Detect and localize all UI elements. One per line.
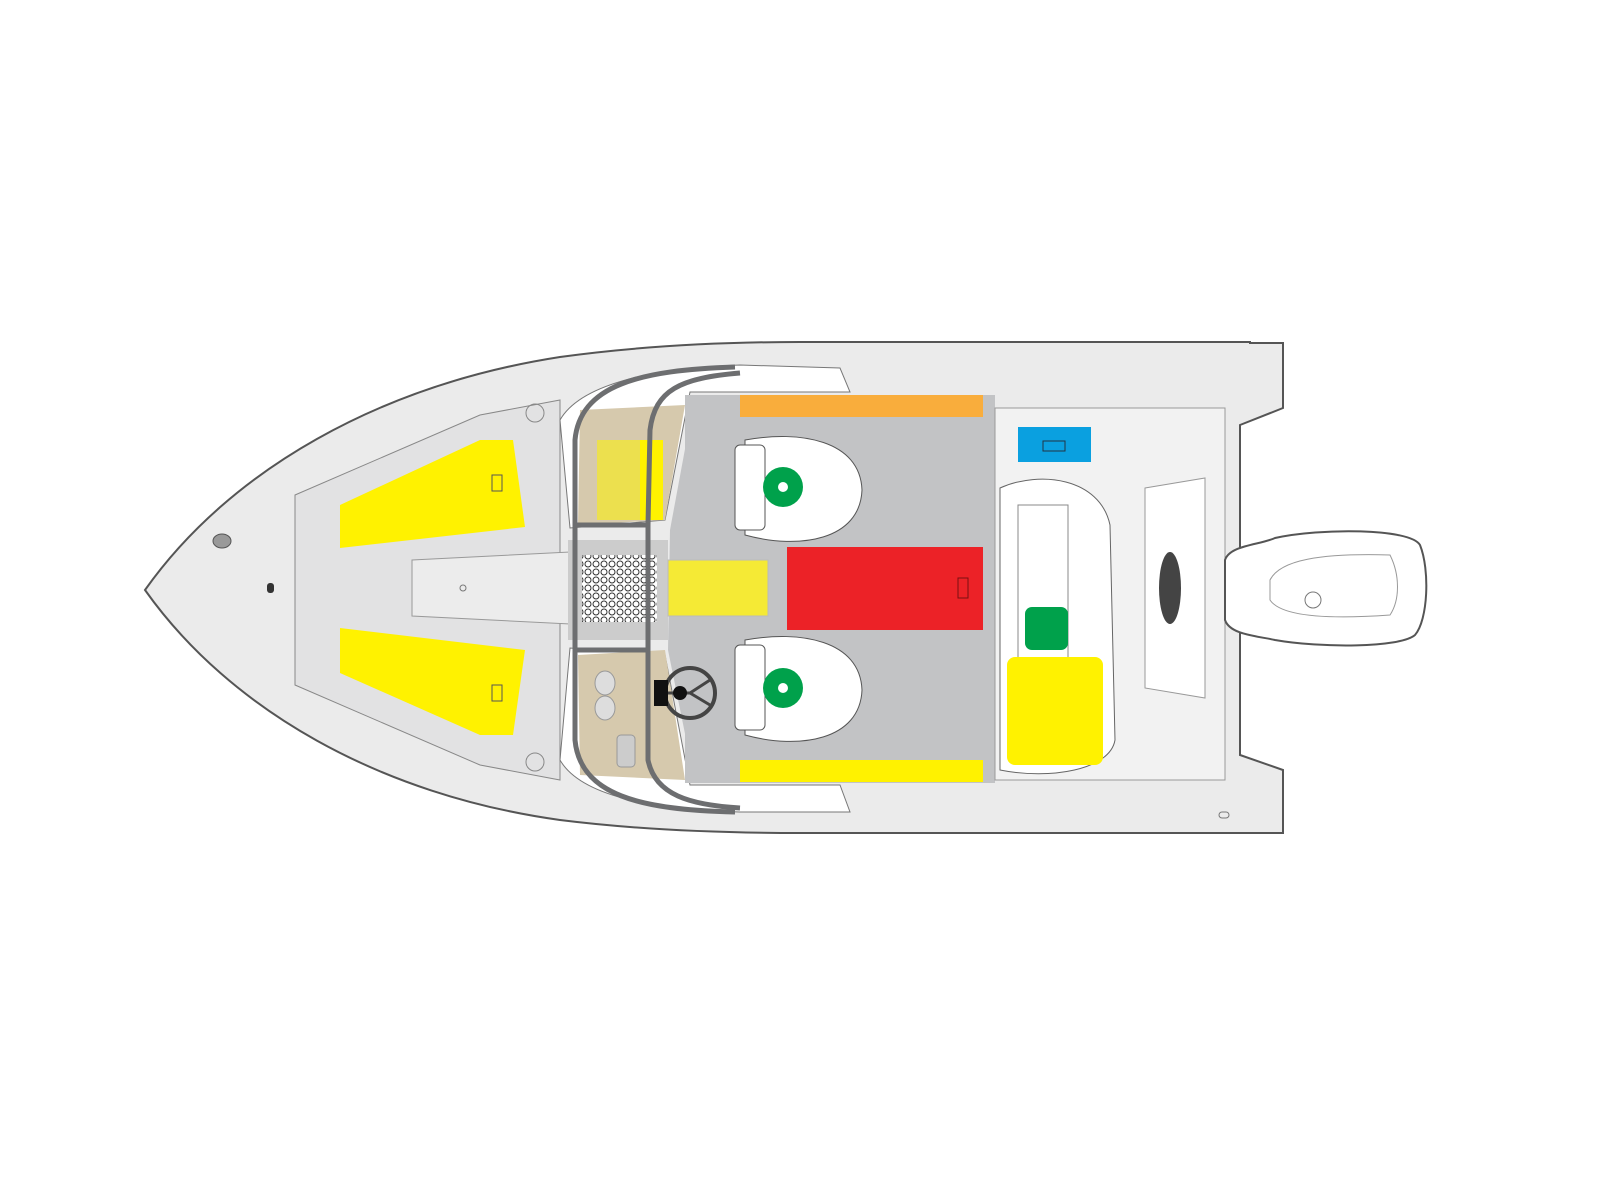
- drain-plug: [1218, 811, 1230, 819]
- hatch-latch: [491, 474, 503, 492]
- steering-hub: [673, 686, 687, 700]
- bow-center-hatch: [411, 551, 571, 625]
- steering-column: [654, 680, 668, 706]
- walkthrough-mesh: [582, 555, 657, 622]
- glovebox-storage-visible: [640, 440, 663, 520]
- aft-storage-blue: [1018, 427, 1091, 462]
- outboard-motor: [1224, 530, 1428, 647]
- side-storage-port: [740, 395, 983, 417]
- hatch-latch: [957, 577, 969, 599]
- motor-cowl: [1269, 554, 1398, 618]
- aft-storage-green: [1025, 607, 1068, 650]
- aft-storage-yellow: [1007, 657, 1103, 765]
- floor-storage-large: [787, 547, 983, 630]
- hatch-latch: [1042, 440, 1066, 452]
- captain-seat-helm[interactable]: [734, 636, 863, 742]
- gauge: [594, 695, 616, 721]
- seat-pedestal-hole: [778, 683, 788, 693]
- switch-panel: [616, 734, 636, 768]
- bow-cleat: [267, 583, 274, 593]
- cup-holder: [525, 403, 545, 423]
- bow-storage-port: [340, 440, 525, 548]
- windshield-frame: [575, 370, 741, 811]
- side-storage-starboard: [740, 760, 983, 782]
- captain-seat-port[interactable]: [734, 436, 863, 542]
- seat-pedestal-hole: [778, 482, 788, 492]
- gauge: [594, 670, 616, 696]
- windshield-frame: [572, 364, 736, 815]
- bow-light: [212, 533, 232, 549]
- transom-cutout: [1159, 552, 1181, 624]
- bow-storage-starboard: [340, 628, 525, 735]
- hatch-latch: [491, 684, 503, 702]
- bow-hatch-knob: [459, 584, 467, 592]
- motor-cap: [1304, 591, 1322, 609]
- floor-storage-small: [667, 559, 769, 617]
- cup-holder: [525, 752, 545, 772]
